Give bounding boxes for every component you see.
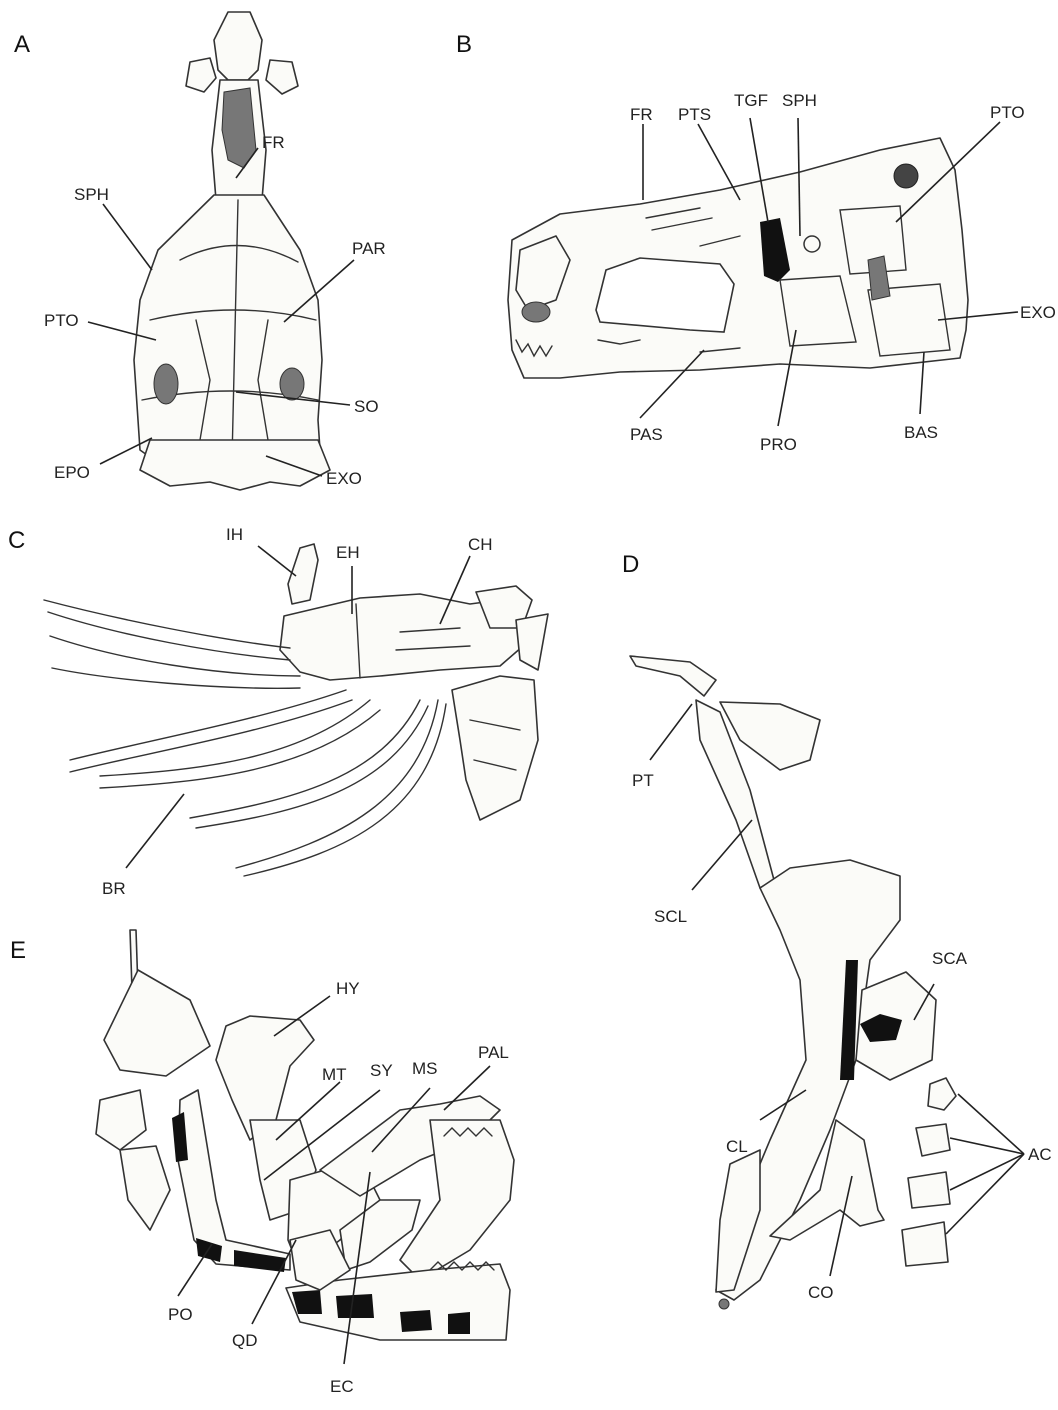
leader-e-mt: [276, 1082, 340, 1140]
label-a-sph: SPH: [74, 185, 109, 204]
label-b-sph: SPH: [782, 91, 817, 110]
leader-d-scl: [692, 820, 752, 890]
panel-a: A: [14, 12, 386, 490]
label-a-epo: EPO: [54, 463, 90, 482]
label-a-pto: PTO: [44, 311, 79, 330]
leader-d-ac3: [950, 1154, 1024, 1190]
label-e-mt: MT: [322, 1065, 347, 1084]
panel-b-letter: B: [456, 31, 472, 58]
panel-d: D: [622, 551, 1052, 1309]
label-b-pts: PTS: [678, 105, 711, 124]
label-b-pto: PTO: [990, 103, 1025, 122]
leader-d-ac2: [950, 1138, 1024, 1154]
label-c-ih: IH: [226, 525, 243, 544]
panel-e-suspensorium-drawing: [96, 930, 514, 1340]
label-d-cl: CL: [726, 1137, 748, 1156]
label-d-co: CO: [808, 1283, 834, 1302]
label-c-eh: EH: [336, 543, 360, 562]
panel-c-letter: C: [8, 527, 25, 554]
label-e-po: PO: [168, 1305, 193, 1324]
panel-b: B: [456, 31, 1056, 454]
label-c-br: BR: [102, 879, 126, 898]
leader-c-ih: [258, 546, 296, 576]
label-a-exo: EXO: [326, 469, 362, 488]
label-b-exo: EXO: [1020, 303, 1056, 322]
label-a-so: SO: [354, 397, 379, 416]
label-b-bas: BAS: [904, 423, 938, 442]
panel-c-hyoid-drawing: [44, 544, 548, 876]
leader-d-ac4: [946, 1154, 1024, 1234]
panel-b-skull-drawing: [508, 138, 968, 378]
label-d-sca: SCA: [932, 949, 968, 968]
leader-a-sph: [103, 204, 152, 270]
label-b-tgf: TGF: [734, 91, 768, 110]
panel-e: E: [10, 930, 514, 1396]
label-a-par: PAR: [352, 239, 386, 258]
label-d-ac: AC: [1028, 1145, 1052, 1164]
leader-e-po: [178, 1244, 212, 1296]
label-d-pt: PT: [632, 771, 654, 790]
label-b-pas: PAS: [630, 425, 663, 444]
label-e-sy: SY: [370, 1061, 393, 1080]
label-e-pal: PAL: [478, 1043, 509, 1062]
label-e-ec: EC: [330, 1377, 354, 1396]
label-e-qd: QD: [232, 1331, 258, 1350]
label-c-ch: CH: [468, 535, 493, 554]
panel-d-girdle-drawing: [630, 656, 956, 1309]
panel-a-skull-drawing: [134, 12, 330, 490]
leader-d-pt: [650, 704, 692, 760]
leader-d-ac1: [958, 1094, 1024, 1154]
label-b-pro: PRO: [760, 435, 797, 454]
panel-a-letter: A: [14, 31, 30, 58]
panel-c: C: [8, 525, 548, 898]
panel-e-letter: E: [10, 937, 26, 964]
panel-d-letter: D: [622, 551, 639, 578]
label-e-hy: HY: [336, 979, 360, 998]
label-d-scl: SCL: [654, 907, 687, 926]
leader-b-pts: [698, 124, 740, 200]
label-a-fr: FR: [262, 133, 285, 152]
label-e-ms: MS: [412, 1059, 438, 1078]
leader-c-br: [126, 794, 184, 868]
label-b-fr: FR: [630, 105, 653, 124]
